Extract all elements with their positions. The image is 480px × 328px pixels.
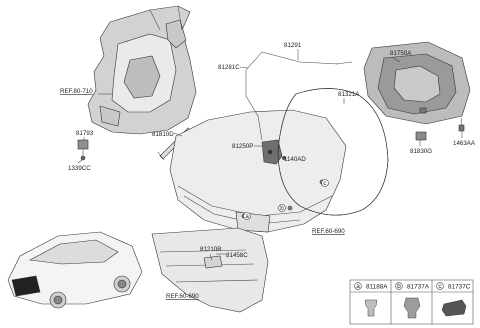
callout-a-circle: [243, 212, 251, 220]
label-81281c: 81281C: [218, 64, 240, 71]
legend-item-c: c 81737C: [436, 282, 471, 317]
label-1463aa: 1463AA: [453, 140, 476, 147]
callout-circles: a b c: [243, 179, 329, 220]
part-81291-cable: [245, 51, 353, 141]
vehicle-thumbnail: [7, 231, 143, 309]
parts-legend: a 81188A b 81737A c 81737C: [349, 279, 474, 325]
label-1339cc: 1339CC: [68, 165, 91, 172]
label-81750a: 81750A: [390, 50, 412, 57]
label-81830g: 81830G: [410, 148, 432, 155]
legend-item-b: b 81737A: [395, 282, 430, 319]
callout-c-text: c: [323, 180, 326, 187]
legend-item-a: a 81188A: [354, 282, 388, 317]
ref-60-690-lower-label: REF.60-690: [166, 293, 199, 300]
label-81291: 81291: [284, 42, 302, 49]
legend-letter-c: c: [438, 283, 442, 290]
label-81250p: 81250P: [232, 143, 253, 150]
bumper-stop-icon: [403, 297, 421, 319]
legend-part-b: 81737A: [407, 283, 430, 290]
label-81321a: 81321A: [338, 91, 360, 98]
label-81458c: 81458C: [226, 252, 248, 259]
part-81830g-bumper: [415, 131, 427, 141]
callout-c-circle: [321, 179, 329, 187]
part-81750a-lid-trim: [363, 41, 471, 125]
label-81793: 81793: [76, 130, 94, 137]
ref-60-690-upper-label: REF.60-690: [312, 228, 345, 235]
label-81210b: 81210B: [200, 246, 221, 253]
part-1463aa-fastener: [458, 118, 465, 132]
trunk-lid: [169, 109, 347, 233]
part-81321a-weatherstrip: [277, 88, 389, 216]
legend-part-c: 81737C: [448, 283, 471, 290]
cushion-icon: [441, 299, 467, 317]
callout-b-circle: [278, 204, 286, 212]
legend-part-a: 81188A: [366, 283, 388, 290]
part-labels: REF.80-710 81793 1339CC 81810D 81291 812…: [60, 42, 476, 300]
tail-garnish-panel: [151, 227, 269, 313]
callout-a-text: a: [245, 213, 249, 220]
part-81793-clip: [77, 139, 89, 161]
leader-lines: [77, 49, 463, 261]
legend-letter-a: a: [356, 283, 360, 290]
grommet-icon: [364, 299, 378, 317]
label-1140ad: 1140AD: [284, 156, 306, 163]
trunk-side-panel: [87, 5, 197, 135]
label-81810d: 81810D: [152, 131, 174, 138]
callout-b-text: b: [280, 205, 284, 212]
legend-letter-b: b: [397, 283, 401, 290]
ref-80-710-label: REF.80-710: [60, 88, 93, 95]
